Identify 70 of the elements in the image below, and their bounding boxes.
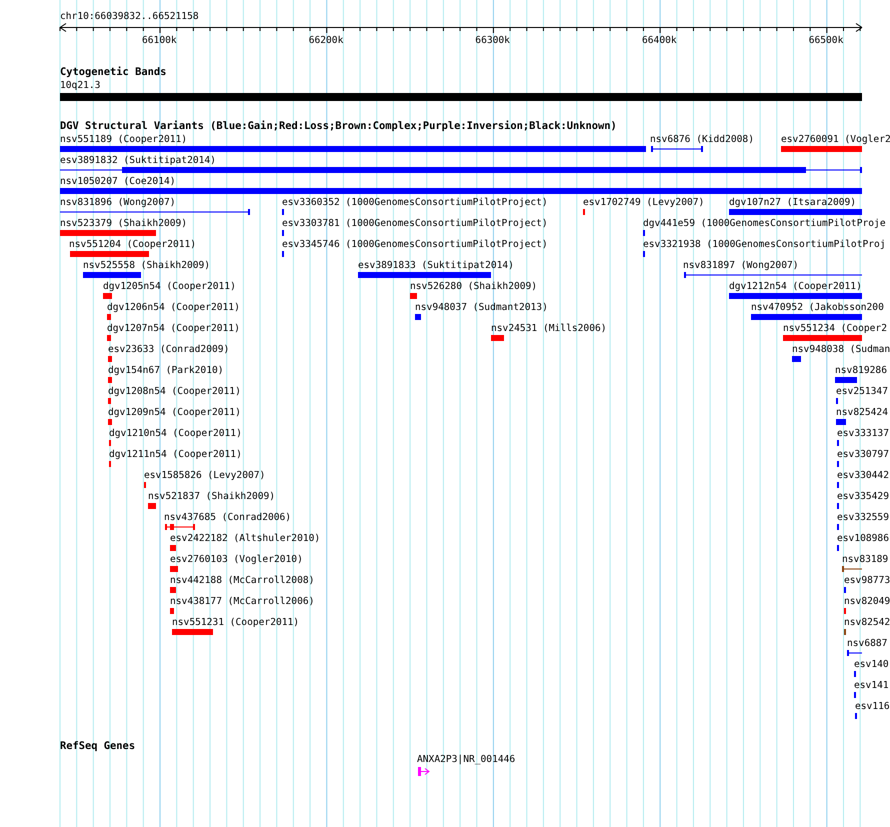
variant-label: esv116	[855, 701, 890, 712]
variant-label: nsv82542	[844, 617, 890, 628]
variant-label: nsv551231 (Cooper2011)	[172, 617, 300, 628]
gene-label: ANXA2P3|NR_001446	[417, 754, 516, 765]
variant-label: esv3360352 (1000GenomesConsortiumPilotProject)	[282, 197, 548, 208]
variant-label: dgv1209n54 (Cooper2011)	[108, 407, 241, 418]
variant-label: nsv82049	[844, 596, 890, 607]
variant-label: nsv948037 (Sudmant2013)	[415, 302, 548, 313]
variant-label: dgv441e59 (1000GenomesConsortiumPilotProje	[643, 218, 886, 229]
variant-label: esv3891833 (Suktitipat2014)	[358, 260, 514, 271]
variant-label: nsv948038 (Sudman	[792, 344, 890, 355]
variant-label: esv3321938 (1000GenomesConsortiumPilotProj	[643, 239, 886, 250]
variant-label: esv335429	[837, 491, 889, 502]
tick-label: 66200k	[308, 35, 344, 46]
variant-label: dgv1210n54 (Cooper2011)	[109, 428, 242, 439]
variant-label: nsv437685 (Conrad2006)	[164, 512, 292, 523]
variant-label: esv3345746 (1000GenomesConsortiumPilotProject)	[282, 239, 548, 250]
variant-label: esv3891832 (Suktitipat2014)	[60, 155, 216, 166]
tick-label: 66300k	[475, 35, 510, 46]
variant-label: nsv1050207 (Coe2014)	[60, 176, 176, 187]
track-heading: RefSeq Genes	[60, 741, 136, 752]
variant-label: esv23633 (Conrad2009)	[108, 344, 230, 355]
variant-label: nsv521837 (Shaikh2009)	[148, 491, 276, 502]
variant-label: esv108986	[837, 533, 889, 544]
variant-label: dgv1205n54 (Cooper2011)	[103, 281, 236, 292]
variant-label: nsv470952 (Jakobsson200	[751, 302, 884, 313]
tick-label: 66400k	[642, 35, 677, 46]
variant-label: nsv525558 (Shaikh2009)	[83, 260, 210, 271]
variant-label: nsv6887	[847, 638, 888, 649]
variant-label: esv2760103 (Vogler2010)	[170, 554, 303, 565]
variant-label: dgv1211n54 (Cooper2011)	[109, 449, 242, 460]
tick-label: 66100k	[142, 35, 177, 46]
variant-label: esv140	[854, 659, 889, 670]
variant-label: esv1702749 (Levy2007)	[583, 197, 704, 208]
variant-label: esv330797	[837, 449, 889, 460]
variant-label: nsv83189	[842, 554, 888, 565]
track-heading: DGV Structural Variants (Blue:Gain;Red:Loss;Brown:Complex;Purple:Inversion;Black:Unknown)	[60, 121, 617, 132]
variant-label: dgv1212n54 (Cooper2011)	[729, 281, 862, 292]
variant-label: nsv551189 (Cooper2011)	[60, 134, 188, 145]
variant-label: nsv831896 (Wong2007)	[60, 197, 176, 208]
variant-label: dgv1206n54 (Cooper2011)	[107, 302, 240, 313]
variant-label: nsv6876 (Kidd2008)	[650, 134, 754, 145]
variant-label: nsv442188 (McCarroll2008)	[170, 575, 314, 586]
variant-label: nsv551234 (Cooper2	[783, 323, 887, 334]
variant-label: dgv107n27 (Itsara2009)	[729, 197, 856, 208]
variant-label: nsv551204 (Cooper2011)	[69, 239, 196, 250]
variant-label: dgv1208n54 (Cooper2011)	[108, 386, 241, 397]
variant-label: esv251347	[836, 386, 888, 397]
variant-label: esv3303781 (1000GenomesConsortiumPilotProject)	[282, 218, 548, 229]
variant-label: nsv523379 (Shaikh2009)	[60, 218, 188, 229]
variant-label: esv141	[854, 680, 889, 691]
variant-label: dgv154n67 (Park2010)	[108, 365, 224, 376]
variant-label: esv98773	[844, 575, 890, 586]
variant-label: esv330442	[837, 470, 889, 481]
variant-label: nsv825424	[836, 407, 888, 418]
variant-label: esv333137	[837, 428, 889, 439]
variant-label: nsv819286	[835, 365, 887, 376]
variant-label: esv332559	[837, 512, 889, 523]
variant-label: nsv24531 (Mills2006)	[491, 323, 607, 334]
tick-label: 66500k	[808, 35, 844, 46]
variant-label: nsv831897 (Wong2007)	[683, 260, 799, 271]
track-heading: Cytogenetic Bands	[60, 67, 166, 78]
variant-label: esv1585826 (Levy2007)	[144, 470, 266, 481]
variant-label: dgv1207n54 (Cooper2011)	[107, 323, 240, 334]
location-label: chr10:66039832..66521158	[60, 11, 199, 22]
variant-label: nsv526280 (Shaikh2009)	[410, 281, 538, 292]
variant-label: esv2760091 (Vogler2	[781, 134, 890, 145]
variant-label: nsv438177 (McCarroll2006)	[170, 596, 314, 607]
variant-label: esv2422182 (Altshuler2010)	[170, 533, 320, 544]
band-label: 10q21.3	[60, 80, 100, 91]
